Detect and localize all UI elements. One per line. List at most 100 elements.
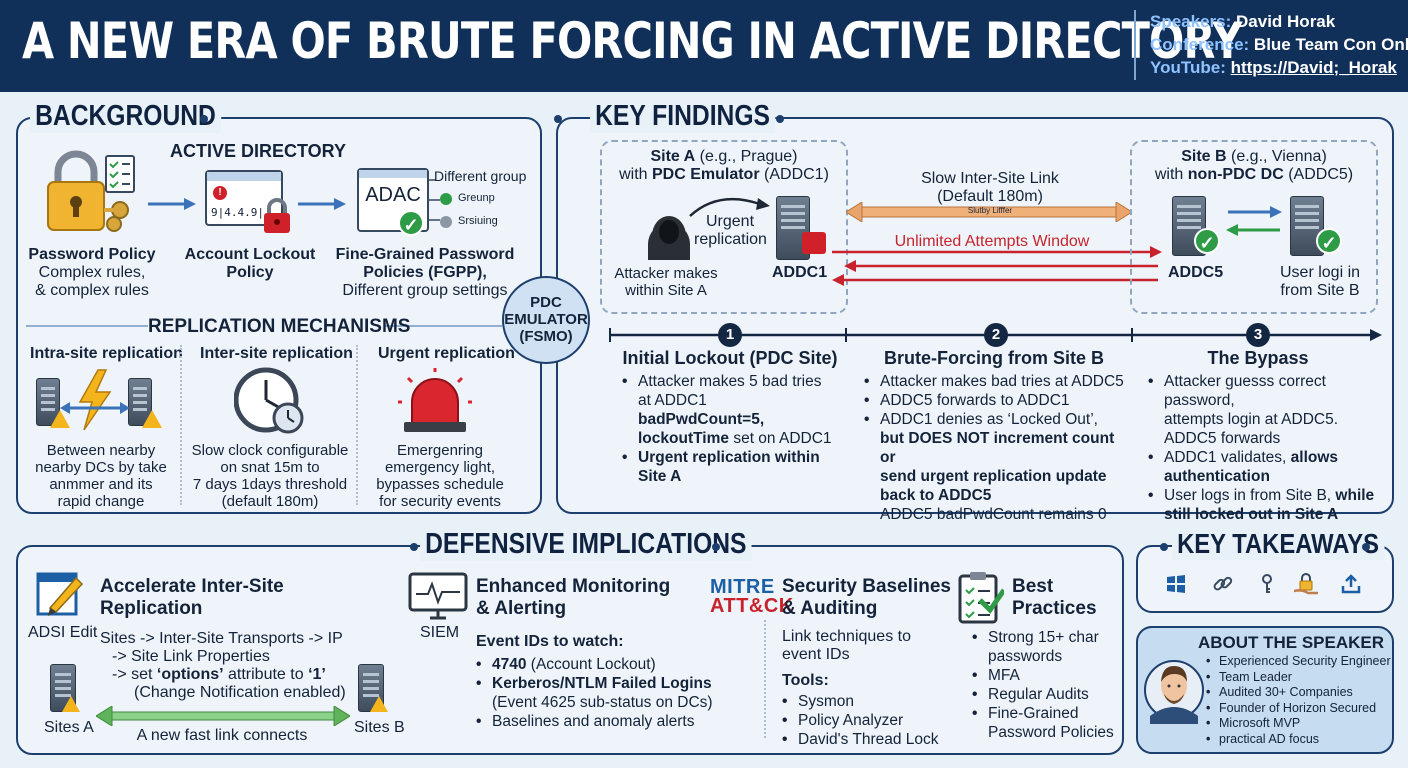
hand-lock-icon[interactable] [1293, 573, 1318, 595]
urgent-line: for security events [379, 493, 501, 510]
upload-icon[interactable] [1340, 573, 1362, 595]
tools-list: Sysmon Policy Analyzer David's Thread Lo… [782, 692, 939, 749]
speaker-bio-list: Experienced Security Engineer Team Leade… [1206, 654, 1391, 747]
key-icon[interactable] [1256, 573, 1278, 595]
baselines-l2: event IDs [782, 646, 850, 663]
shield-check-icon: ✓ [398, 210, 424, 236]
siem-label: SIEM [420, 624, 460, 641]
defensive-title: DEFENSIVE IMPLICATIONS [420, 528, 752, 561]
about-speaker-title: ABOUT THE SPEAKER [1197, 633, 1385, 652]
urgent-line2: replication [694, 231, 767, 248]
step1-b2b: Site A [638, 468, 682, 485]
conference-line: Conference: Blue Team Con Online [1150, 35, 1408, 55]
best-practice-item: MFA [972, 666, 1114, 685]
urgent-line1: Urgent [705, 213, 755, 230]
site-b-location: (e.g., Vienna) [1226, 148, 1327, 165]
padlock-keys-icon [47, 150, 135, 232]
youtube-line: YouTube: https://David;_Horak [1150, 58, 1397, 78]
emergency-light-icon [398, 368, 472, 432]
account-lockout-desc: Account Lockout Policy [180, 246, 320, 282]
step3-b2-bold: allows [1290, 449, 1339, 466]
pdc-line3: (FSMO) [519, 328, 573, 345]
adsi-edit-label: ADSI Edit [28, 624, 98, 641]
fgpp-desc: Fine-Grained Password Policies (FGPP), D… [330, 246, 520, 300]
mitre-logo-text: MITRE [710, 576, 775, 598]
step1-b1d-rest: set on ADDC1 [729, 430, 832, 447]
site-b-with: with [1154, 166, 1188, 183]
step-2-bullet: Attacker makes bad tries at ADDC5 [864, 372, 1130, 391]
pdc-emulator-label: PDC EMULATOR (FSMO) [502, 294, 590, 345]
accelerate-l2: -> Site Link Properties [112, 648, 270, 665]
windows-icon[interactable] [1165, 573, 1187, 595]
best-title2: Practices [1012, 598, 1097, 619]
title-dot [410, 543, 418, 551]
fgpp-line2: Policies (FGPP), [363, 264, 487, 281]
step2-b3d: back to ADDC5 [880, 487, 992, 504]
step3-b2b: authentication [1164, 468, 1270, 485]
siem-monitor-icon [408, 572, 468, 620]
sites-a-label: Sites A [44, 719, 94, 736]
event-failed-logins: Kerberos/NTLM Failed Logins [492, 675, 712, 692]
accelerate-l3-b1: ‘options’ [156, 666, 224, 683]
step-2-bullet: ADDC1 denies as ‘Locked Out’,but DOES NO… [864, 410, 1130, 524]
step-2-number: 2 [984, 323, 1008, 347]
urgent-line: emergency light, [384, 459, 496, 476]
step-3-title: The Bypass [1207, 348, 1309, 368]
active-directory-label: ACTIVE DIRECTORY [170, 141, 347, 161]
event-baselines: Baselines and anomaly alerts [492, 713, 695, 730]
step1-b2: Urgent replication within [638, 449, 820, 466]
step-3-bullet: Attacker guesss correct password,attempt… [1148, 372, 1392, 448]
site-a-with: with [619, 166, 652, 183]
site-b-role: non-PDC DC [1187, 166, 1284, 183]
speaker-bio-item: Microsoft MVP [1206, 716, 1391, 732]
speakers-label: Speakers: [1150, 12, 1232, 31]
lock-icon [802, 232, 826, 254]
replication-rule-left [26, 325, 148, 327]
addc1-server-icon [776, 196, 810, 260]
event-item: 4740 (Account Lockout) [476, 655, 713, 674]
warning-icon [50, 410, 70, 428]
step3-b1b: attempts login at ADDC5. [1164, 411, 1339, 428]
pdc-line1: PDC [530, 294, 562, 311]
link-line2: (Default 180m) [937, 188, 1043, 205]
title-dot [1160, 543, 1168, 551]
youtube-link[interactable]: https://David;_Horak [1230, 58, 1397, 77]
speaker-bio-item: practical AD focus [1206, 732, 1391, 748]
baselines-title2: & Auditing [782, 598, 878, 619]
step1-b1b: at ADDC1 [638, 392, 707, 409]
flow-arrow-1 [148, 198, 196, 210]
speaker-bio-item: Founder of Horizon Secured [1206, 701, 1391, 717]
slow-link-arrow [846, 202, 1132, 222]
check-icon: ✓ [1194, 228, 1220, 254]
baselines-title1: Security Baselines [782, 576, 951, 597]
link-icon[interactable] [1212, 573, 1234, 595]
intra-site-title: Intra-site replication [30, 345, 183, 362]
site-b-dc: (ADDC5) [1283, 166, 1354, 183]
site-a-box [600, 140, 848, 314]
account-lockout-line1: Account Lockout [184, 246, 316, 263]
user-login-line1: User logi in [1279, 264, 1361, 281]
pdc-emulator-badge [502, 276, 590, 364]
site-b-name: Site B [1181, 148, 1227, 165]
site-a-name: Site A [650, 148, 696, 165]
speakers-line: Speakers: David Horak [1150, 12, 1335, 32]
step-1-title: Initial Lockout (PDC Site) [622, 348, 838, 368]
step1-b1: Attacker makes 5 bad tries [638, 373, 822, 390]
flow-arrow-2 [298, 198, 346, 210]
intra-site-desc: Between nearby nearby DCs by take anmmer… [26, 442, 176, 510]
adsi-edit-icon [36, 572, 84, 616]
replication-title: REPLICATION MECHANISMS [148, 316, 411, 337]
tool-item: Sysmon [782, 692, 939, 711]
clock-icon [234, 367, 304, 434]
link-line1: Slow Inter-Site Link [921, 170, 1059, 187]
mitre-attack-logo: MITRE ATT&CK [710, 576, 794, 616]
site-a-location: (e.g., Prague) [695, 148, 798, 165]
speakers-value: David Horak [1236, 12, 1336, 31]
step2-b2: ADDC5 forwards to ADDC1 [880, 392, 1070, 409]
title-dot [200, 115, 208, 123]
accelerate-l3-b2: ‘1’ [308, 666, 326, 683]
event-4740-desc: (Account Lockout) [526, 656, 656, 673]
addc5-label: ADDC5 [1168, 264, 1224, 281]
